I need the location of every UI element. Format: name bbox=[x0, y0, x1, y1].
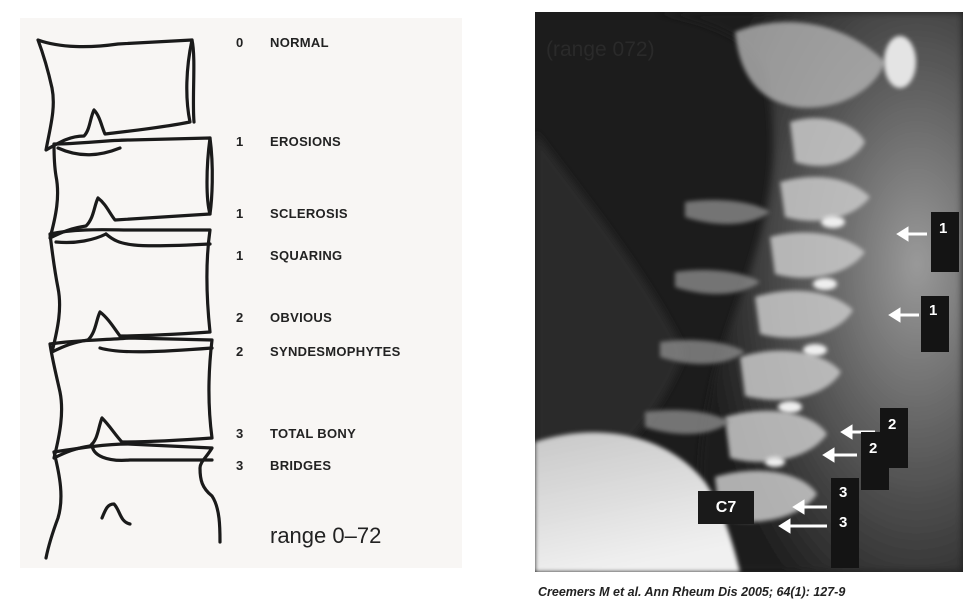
xray-range-caption: (range 072) bbox=[546, 38, 655, 62]
score-label: NORMAL bbox=[270, 35, 329, 50]
score-value: 2 bbox=[236, 344, 250, 359]
score-value: 1 bbox=[236, 206, 250, 221]
score-label: TOTAL BONY bbox=[270, 426, 356, 441]
marker-label: 2 bbox=[861, 432, 889, 490]
marker-label: 1 bbox=[921, 296, 949, 352]
citation: Creemers M et al. Ann Rheum Dis 2005; 64… bbox=[538, 585, 845, 599]
marker-label: 1 bbox=[931, 212, 959, 272]
score-value: 3 bbox=[236, 458, 250, 473]
score-label: SCLEROSIS bbox=[270, 206, 348, 221]
score-value: 1 bbox=[236, 248, 250, 263]
vertebra-label-c7: C7 bbox=[698, 491, 754, 524]
score-label: SQUARING bbox=[270, 248, 342, 263]
mSASSS-scoring-diagram: 0 NORMAL 1 EROSIONS 1 SCLEROSIS 1 SQUARI… bbox=[20, 18, 462, 568]
marker-label: 3 3 bbox=[831, 478, 859, 568]
cervical-spine-xray bbox=[535, 12, 963, 572]
vertebrae-drawing bbox=[20, 18, 462, 568]
score-value: 3 bbox=[236, 426, 250, 441]
xray-image bbox=[535, 12, 963, 572]
score-label: EROSIONS bbox=[270, 134, 341, 149]
range-caption: range 0–72 bbox=[270, 523, 381, 549]
score-value: 0 bbox=[236, 35, 250, 50]
score-label: BRIDGES bbox=[270, 458, 331, 473]
score-value: 1 bbox=[236, 134, 250, 149]
score-label: OBVIOUS bbox=[270, 310, 332, 325]
score-value: 2 bbox=[236, 310, 250, 325]
score-label: SYNDESMOPHYTES bbox=[270, 344, 401, 359]
